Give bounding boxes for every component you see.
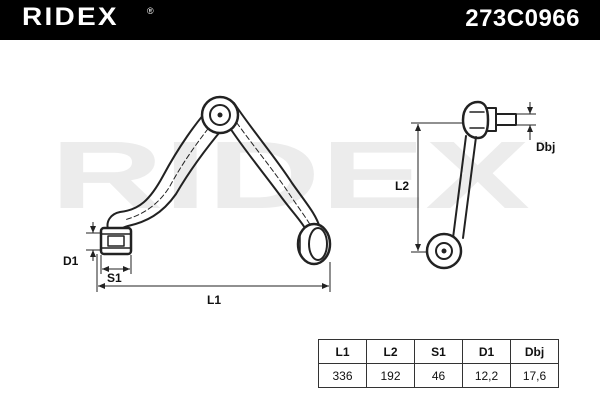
control-arm-front-view <box>99 95 332 266</box>
spec-value-l2: 192 <box>366 363 415 388</box>
spec-value-l1: 336 <box>318 363 367 388</box>
side-arm-shaft-inner <box>462 136 477 239</box>
right-arm-inner-outline <box>229 127 307 231</box>
right-arm-outline <box>233 102 321 229</box>
dimension-lines-side <box>411 102 536 253</box>
watermark-logo: RIDEX ® <box>50 122 549 220</box>
l1-label: L1 <box>207 293 221 307</box>
dbj-label: Dbj <box>536 140 555 154</box>
brand-logo: RIDEX <box>22 3 119 31</box>
spec-table-header-row: L1 L2 S1 D1 Dbj <box>318 339 559 364</box>
spec-header-s1: S1 <box>414 339 463 364</box>
dimension-lines-front <box>86 222 331 292</box>
side-arm-shaft <box>452 135 467 239</box>
ball-joint-center <box>217 112 223 118</box>
s1-label: S1 <box>107 271 122 285</box>
side-bushing-inner <box>435 242 453 260</box>
specification-table: L1 L2 S1 D1 Dbj 336 192 46 12,2 17,6 <box>318 339 559 388</box>
left-arm-outline <box>106 104 213 230</box>
right-bushing-housing <box>296 222 332 266</box>
spec-header-l1: L1 <box>318 339 367 364</box>
part-number: 273C0966 <box>465 5 580 32</box>
right-arm-centerline <box>231 115 314 231</box>
left-bushing-housing <box>99 226 133 256</box>
spec-value-d1: 12,2 <box>462 363 511 388</box>
spec-header-d1: D1 <box>462 339 511 364</box>
l2-label: L2 <box>395 179 409 193</box>
right-bushing-face <box>308 227 328 261</box>
header-bar: RIDEX ® 273C0966 <box>0 0 600 40</box>
ball-joint-housing-side <box>461 100 490 140</box>
ball-stud <box>493 113 517 126</box>
spec-value-dbj: 17,6 <box>510 363 559 388</box>
left-bushing-core <box>107 235 125 247</box>
technical-drawing: D1 S1 L1 <box>63 95 555 307</box>
side-bushing-center <box>441 248 447 254</box>
control-arm-side-view <box>425 100 517 270</box>
watermark-mark: ® <box>538 137 549 153</box>
spec-header-dbj: Dbj <box>510 339 559 364</box>
ball-joint-socket-side <box>469 111 485 129</box>
brand-registered-mark: ® <box>147 6 154 16</box>
watermark-text: RIDEX <box>50 122 530 220</box>
spec-header-l2: L2 <box>366 339 415 364</box>
d1-label: D1 <box>63 254 79 268</box>
spec-value-s1: 46 <box>414 363 463 388</box>
left-arm-centerline <box>123 115 219 221</box>
spec-table-value-row: 336 192 46 12,2 17,6 <box>318 363 559 388</box>
ball-joint-inner <box>209 104 231 126</box>
